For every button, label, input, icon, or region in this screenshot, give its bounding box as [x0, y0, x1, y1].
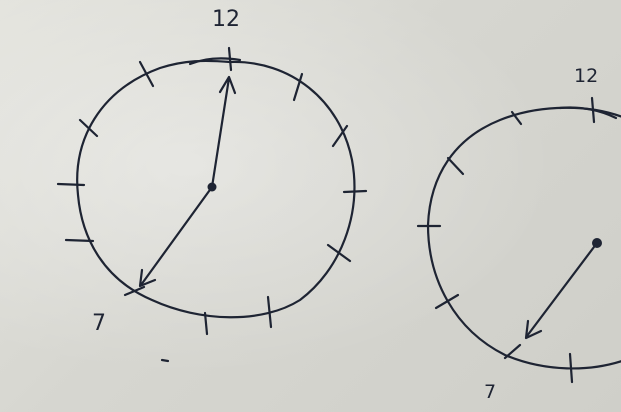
right-clock-drawing: 12 7 — [416, 65, 621, 403]
left-hour-arrowhead — [138, 268, 157, 288]
right-hour-arrowhead — [524, 319, 543, 340]
stray-ink-mark — [160, 358, 170, 363]
left-tick — [123, 285, 146, 297]
left-clock-drawing: 12 7 — [56, 7, 368, 336]
left-tick — [266, 295, 273, 329]
left-tick — [138, 60, 155, 88]
left-center-dot — [207, 182, 217, 192]
left-minute-hand — [210, 76, 231, 189]
left-hour-hand — [139, 185, 214, 287]
right-tick — [446, 156, 465, 176]
right-clock-7-label: 7 — [484, 381, 496, 403]
right-clock-top-scribble — [558, 106, 618, 120]
right-tick — [510, 110, 523, 126]
right-clock-12-label: 12 — [574, 65, 598, 87]
right-tick — [434, 293, 460, 310]
right-tick — [503, 343, 522, 360]
right-tick — [568, 352, 574, 384]
left-clock-top-scribble — [188, 57, 242, 66]
left-clock-face — [76, 59, 356, 319]
left-minute-arrowhead — [218, 75, 237, 95]
left-tick — [331, 124, 349, 148]
left-tick — [342, 189, 368, 194]
left-clock-7-label: 7 — [92, 311, 106, 336]
right-center-dot — [592, 238, 602, 248]
right-clock-face — [426, 106, 621, 370]
left-tick — [64, 238, 95, 243]
right-hour-hand — [525, 241, 599, 338]
left-tick — [203, 311, 209, 336]
left-tick — [56, 182, 86, 187]
right-tick — [590, 96, 596, 124]
left-tick — [227, 46, 233, 72]
left-tick — [78, 118, 99, 138]
left-clock-12-label: 12 — [212, 7, 240, 32]
left-tick — [326, 243, 352, 263]
left-tick — [292, 72, 304, 102]
